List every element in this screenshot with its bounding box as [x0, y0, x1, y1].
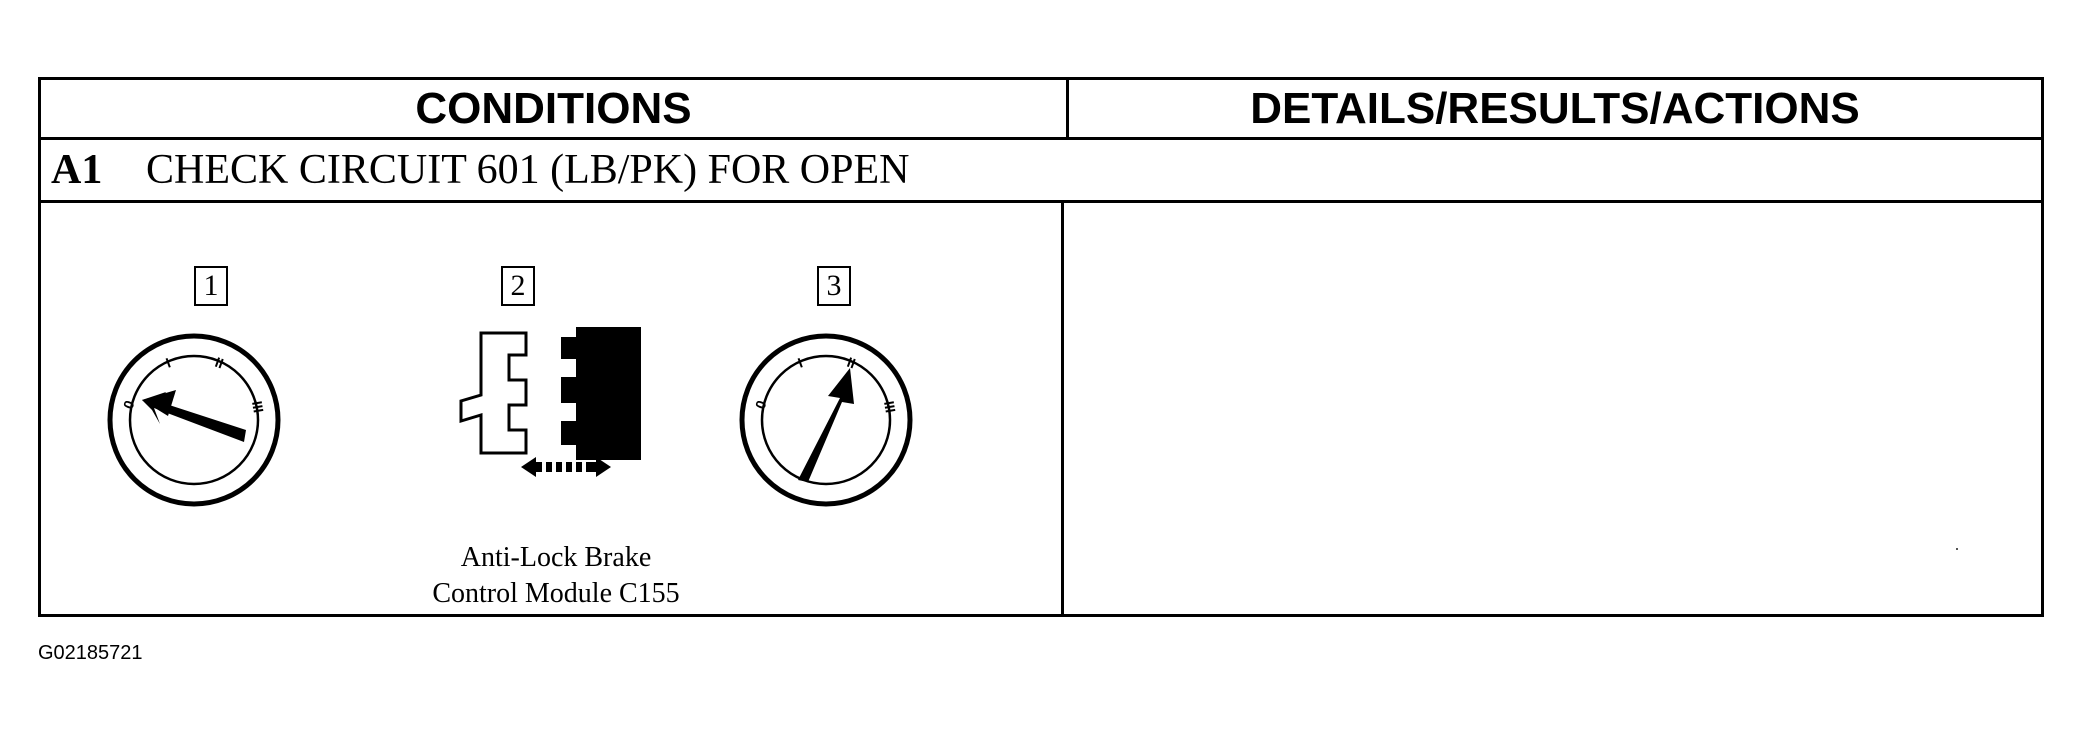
- mark-3: III: [249, 400, 267, 414]
- mark-1: I: [164, 354, 173, 370]
- step-id: A1: [51, 147, 103, 193]
- connector-disconnect-icon: [459, 327, 641, 477]
- mark-1-b: I: [796, 354, 805, 370]
- step-title: CHECK CIRCUIT 601 (LB/PK) FOR OPEN: [146, 147, 910, 193]
- details-header: DETAILS/RESULTS/ACTIONS: [1250, 83, 1860, 133]
- step-rule: [41, 200, 2041, 203]
- column-divider-body: [1061, 203, 1064, 617]
- conditions-header: CONDITIONS: [415, 83, 692, 133]
- diagnostic-table: CONDITIONS DETAILS/RESULTS/ACTIONS A1 CH…: [38, 77, 2044, 617]
- speck: [1956, 548, 1958, 550]
- step-number-1: 1: [194, 266, 228, 306]
- ignition-switch-off-icon: 0 I II III: [107, 333, 281, 507]
- column-divider: [1066, 80, 1069, 137]
- mark-3-b: III: [881, 400, 899, 414]
- ignition-switch-run-icon: 0 I II III: [739, 333, 913, 507]
- header-rule: [41, 137, 2041, 140]
- caption-line-2: Control Module C155: [432, 578, 680, 609]
- step-number-2: 2: [501, 266, 535, 306]
- step-number-3: 3: [817, 266, 851, 306]
- step-row: A1 CHECK CIRCUIT 601 (LB/PK) FOR OPEN: [41, 140, 2041, 200]
- caption-line-1: Anti-Lock Brake: [460, 542, 652, 573]
- figure-code: G02185721: [38, 642, 143, 664]
